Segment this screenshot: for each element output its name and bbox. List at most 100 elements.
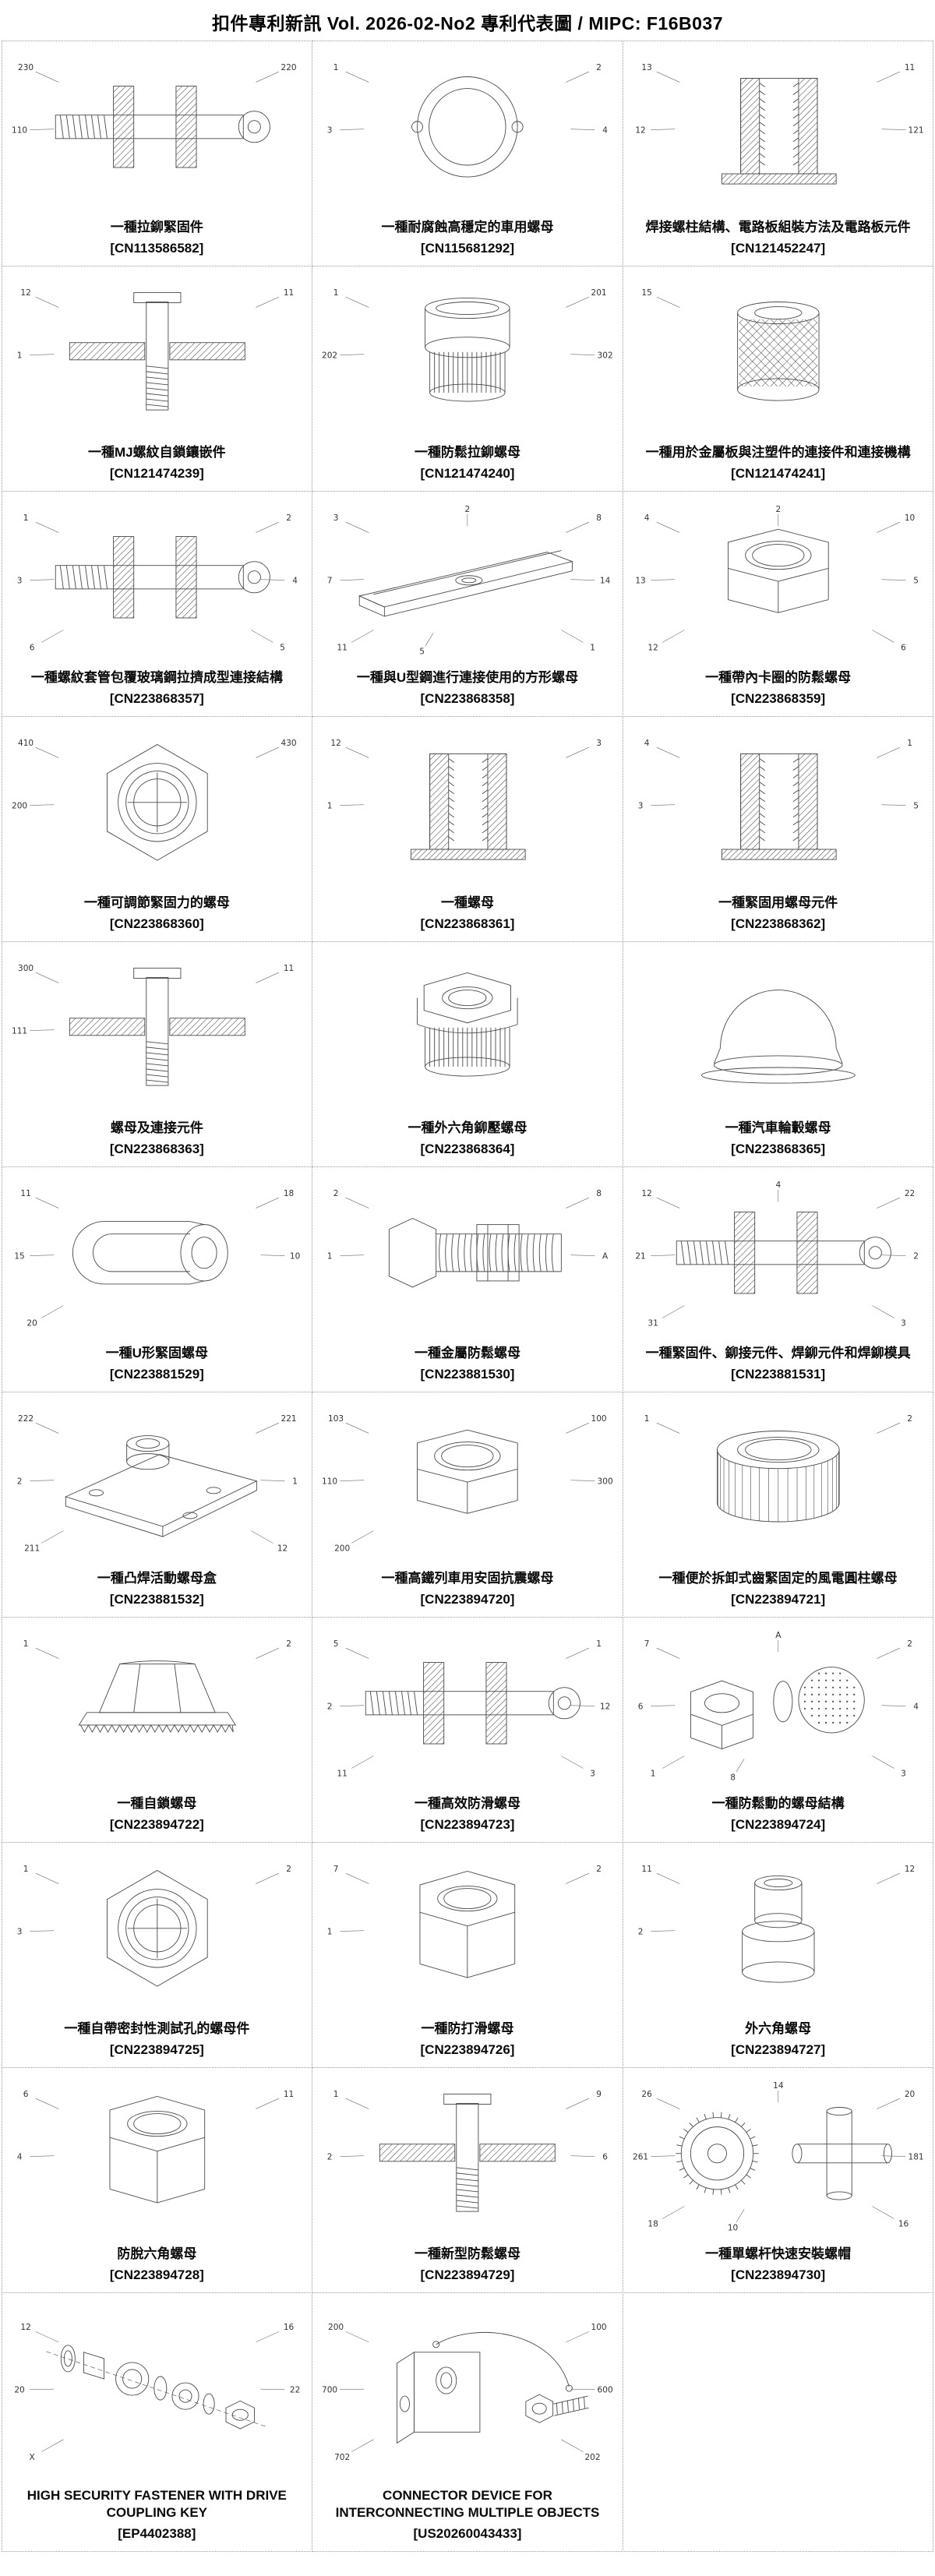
svg-text:300: 300 — [18, 963, 34, 972]
patent-title: 一種可調節緊固力的螺母 — [83, 895, 230, 911]
svg-text:410: 410 — [18, 738, 34, 747]
svg-text:702: 702 — [334, 2452, 350, 2461]
patent-number: [CN115681292] — [420, 240, 514, 256]
patent-figure-hex-knurl-nut-drawing — [312, 942, 623, 1114]
patent-number: [CN223868365] — [731, 1141, 826, 1156]
patent-cell: 一種汽車輪轂螺母[CN223868365] — [622, 940, 934, 1167]
svg-text:110: 110 — [322, 1477, 337, 1486]
patent-number: [CN113586582] — [110, 240, 204, 256]
svg-text:100: 100 — [591, 1413, 607, 1423]
svg-text:2: 2 — [638, 1927, 644, 1936]
patent-title: 一種MJ螺紋自鎖鑲嵌件 — [88, 445, 226, 461]
patent-number: [CN223881532] — [109, 1591, 204, 1607]
svg-text:111: 111 — [12, 1026, 27, 1036]
svg-text:2: 2 — [596, 1864, 602, 1873]
svg-text:13: 13 — [641, 62, 651, 72]
svg-text:11: 11 — [20, 1188, 30, 1198]
patent-number: [CN223894728] — [109, 2267, 204, 2282]
svg-text:2: 2 — [465, 504, 471, 513]
figure-caption: 一種螺紋套管包覆玻璃鋼拉擠成型連接結構[CN223868357] — [2, 663, 312, 715]
figure-caption: 一種緊固用螺母元件[CN223868362] — [623, 888, 933, 940]
svg-text:11: 11 — [283, 2089, 293, 2098]
figure-caption: 螺母及連接元件[CN223868363] — [2, 1113, 312, 1166]
svg-text:2: 2 — [286, 513, 291, 522]
svg-text:7: 7 — [333, 1864, 339, 1873]
patent-number: [CN223868360] — [109, 916, 204, 931]
svg-text:6: 6 — [29, 643, 34, 652]
patent-number: [CN121474240] — [420, 465, 515, 481]
svg-text:15: 15 — [14, 1251, 24, 1261]
svg-text:7: 7 — [644, 1639, 650, 1648]
svg-text:18: 18 — [283, 1188, 293, 1198]
figure-caption: 一種螺母[CN223868361] — [312, 888, 623, 940]
svg-text:3: 3 — [901, 1769, 906, 1778]
svg-text:5: 5 — [333, 1639, 339, 1648]
svg-text:2: 2 — [775, 504, 781, 513]
svg-text:20: 20 — [14, 2385, 24, 2394]
svg-text:202: 202 — [585, 2452, 601, 2461]
svg-text:8: 8 — [596, 513, 602, 522]
patent-title: 一種與U型鋼進行連接使用的方形螺母 — [356, 670, 579, 686]
patent-number: [CN223881529] — [109, 1366, 204, 1382]
figure-caption: 一種金屬防鬆螺母[CN223881530] — [312, 1339, 623, 1391]
svg-text:3: 3 — [590, 1769, 595, 1778]
svg-text:11: 11 — [337, 1769, 348, 1778]
patent-number: [CN223894725] — [109, 2041, 204, 2057]
svg-text:1: 1 — [327, 1251, 333, 1261]
svg-text:12: 12 — [600, 1702, 610, 1711]
patent-number: [CN223868362] — [731, 916, 826, 931]
svg-text:2: 2 — [327, 1702, 333, 1711]
patent-number: [EP4402388] — [118, 2525, 196, 2541]
patent-number: [CN223881531] — [731, 1366, 826, 1382]
svg-text:261: 261 — [633, 2152, 648, 2161]
svg-text:14: 14 — [773, 2080, 784, 2090]
svg-text:22: 22 — [905, 1188, 915, 1198]
svg-text:4: 4 — [16, 2152, 22, 2161]
svg-text:6: 6 — [23, 2089, 28, 2098]
patent-number: [CN223868363] — [109, 1141, 204, 1156]
figure-caption: 焊接螺柱結構、電路板組裝方法及電路板元件[CN121452247] — [623, 213, 933, 265]
patent-number: [CN223868359] — [731, 690, 826, 706]
patent-title: 一種U形緊固螺母 — [105, 1346, 208, 1361]
figure-caption: 一種汽車輪轂螺母[CN223868365] — [623, 1113, 933, 1166]
figure-caption: 一種與U型鋼進行連接使用的方形螺母[CN223868358] — [312, 663, 623, 715]
figure-caption: 防脫六角螺母 [CN223894728] — [2, 2239, 312, 2292]
figure-caption: 一種用於金屬板與注塑件的連接件和連接機構[CN121474241] — [623, 438, 933, 490]
svg-text:8: 8 — [596, 1188, 602, 1198]
patent-title: 一種自帶密封性測試孔的螺母件 — [64, 2021, 250, 2037]
patent-title: 一種用於金屬板與注塑件的連接件和連接機構 — [645, 445, 911, 461]
svg-text:12: 12 — [641, 1188, 651, 1198]
svg-text:1: 1 — [590, 643, 595, 652]
figure-caption: CONNECTOR DEVICE FOR INTERCONNECTING MUL… — [312, 2481, 623, 2551]
page-title: 扣件專利新訊 Vol. 2026-02-No2 專利代表圖 / MIPC: F1… — [212, 13, 723, 34]
svg-text:7: 7 — [327, 576, 333, 585]
svg-text:1: 1 — [23, 1864, 28, 1873]
svg-text:200: 200 — [334, 1544, 350, 1553]
patent-figure-hex-prism-iso-drawing: 6 11 4 — [2, 2068, 312, 2240]
patent-title: 防脫六角螺母 — [117, 2246, 197, 2262]
patent-title: 一種螺紋套管包覆玻璃鋼拉擠成型連接結構 — [30, 670, 283, 686]
patent-title: 外六角螺母 — [745, 2021, 812, 2037]
svg-text:2: 2 — [286, 1639, 291, 1648]
patent-title: 一種防鬆動的螺母結構 — [711, 1796, 845, 1812]
svg-text:302: 302 — [598, 351, 613, 360]
